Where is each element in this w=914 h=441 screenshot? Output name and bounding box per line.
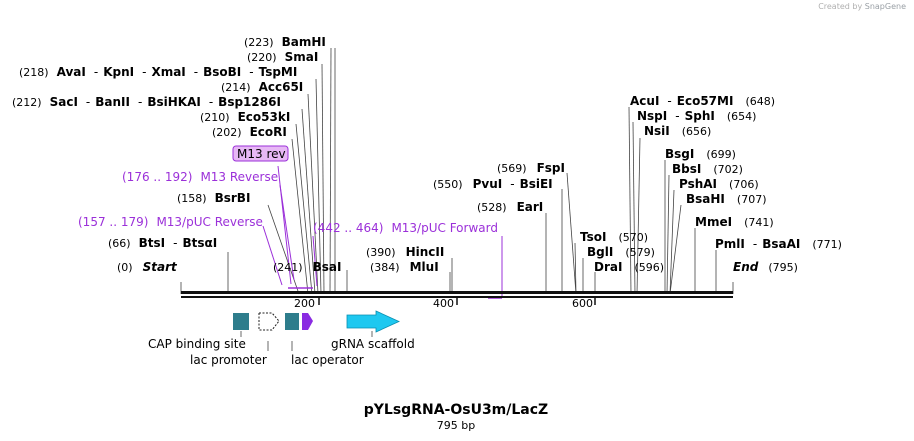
feature-leader-lines: [240, 331, 373, 351]
scale-ticks: [318, 298, 596, 305]
plasmid-length: 795 bp: [437, 419, 475, 432]
site-eco53ki: (210)Eco53kI: [200, 110, 290, 124]
site-bgli: BglI(579): [587, 245, 655, 259]
cap-binding-site-box: [233, 313, 249, 330]
site-bsrbi: (158)BsrBI: [177, 191, 250, 205]
site-nspi-group: NspI-SphI(654): [637, 109, 756, 123]
site-mmei: MmeI(741): [695, 215, 774, 229]
site-start: (0)Start: [117, 260, 178, 274]
site-smai: (220)SmaI: [247, 50, 318, 64]
site-bsgi: BsgI(699): [665, 147, 736, 161]
tick-600: 600: [572, 297, 593, 310]
sequence-backbone-top: [181, 291, 733, 294]
primer-m13puc-forward: (442 .. 464)M13/pUC Forward: [313, 221, 498, 235]
site-acc65i: (214)Acc65I: [221, 80, 303, 94]
site-bamhi: (223)BamHI: [244, 35, 326, 49]
site-bbsi: BbsI(702): [672, 162, 743, 176]
feature-lac-operator: lac operator: [291, 353, 364, 367]
site-acui-group: AcuI-Eco57MI(648): [630, 94, 775, 108]
site-btsi-group: (66)BtsI-BtsαI: [108, 236, 217, 250]
feature-grna-scaffold: gRNA scaffold: [331, 337, 415, 351]
site-hincii: (390)HincII: [366, 245, 444, 259]
site-bsai: (241)BsaI: [273, 260, 341, 274]
site-mlui: (384)MluI: [370, 260, 439, 274]
site-end: End(795): [733, 260, 798, 274]
site-ecori: (202)EcoRI: [212, 125, 287, 139]
site-saci-group: (212)SacI-BanII-BsiHKAI-Bsp1286I: [12, 95, 281, 109]
plasmid-title: pYLsgRNA-OsU3m/LacZ: [364, 402, 548, 418]
primer-m13rev-label: M13 rev: [237, 147, 286, 161]
grna-scaffold-arrow: [346, 310, 400, 333]
primer-leader-lines: [262, 165, 503, 298]
tick-200: 200: [294, 297, 315, 310]
site-drai: DraI(596): [594, 260, 664, 274]
snapgene-credit: Created by SnapGene: [818, 2, 906, 11]
feature-cap-binding-site: CAP binding site: [148, 337, 246, 351]
sequence-backbone-bottom: [181, 296, 733, 298]
credit-prefix: Created by: [818, 2, 863, 11]
site-psha: PshAI(706): [679, 177, 759, 191]
lacz-arrow: [302, 313, 313, 330]
site-nsii: NsiI(656): [644, 124, 711, 138]
site-avai-group: (218)AvaI-KpnI-XmaI-BsoBI-TspMI: [19, 65, 297, 79]
primer-m13rev-box: [232, 145, 289, 162]
feature-lac-promoter: lac promoter: [190, 353, 267, 367]
primer-m13-reverse: (176 .. 192)M13 Reverse: [122, 170, 278, 184]
snapgene-brand: SnapGene: [864, 2, 906, 11]
site-tsoi: TsoI(570): [580, 230, 648, 244]
site-fspi: (569)FspI: [497, 161, 565, 175]
primer-m13puc-reverse: (157 .. 179)M13/pUC Reverse: [78, 215, 263, 229]
site-leader-lines: [180, 47, 734, 295]
site-pvui-group: (550)PvuI-BsiEI: [433, 177, 553, 191]
site-pmli-group: PmlI-BsaAI(771): [715, 237, 842, 251]
site-eari: (528)EarI: [477, 200, 543, 214]
site-bsahi: BsaHI(707): [686, 192, 767, 206]
lac-promoter-arrow: [258, 312, 280, 331]
lac-operator-box: [285, 313, 299, 330]
tick-400: 400: [433, 297, 454, 310]
